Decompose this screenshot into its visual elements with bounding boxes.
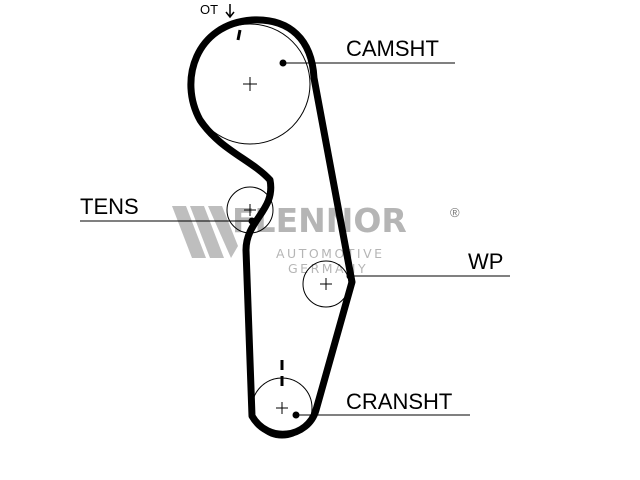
flennor-logo-icon [172,206,238,258]
watermark-sub-line-2: GERMANY [288,261,368,276]
leader-lines [80,62,510,416]
camshaft-timing-mark [236,29,242,41]
tensioner-dot [248,217,256,225]
top-dead-center-label: OT [200,2,218,17]
tensioner-label: TENS [80,194,139,219]
arrow-down-icon [225,4,235,19]
timing-marks [236,29,284,386]
pulley-center-marks [243,77,332,414]
camshaft-dot [279,59,287,67]
flennor-watermark: FLENNOR ® AUTOMOTIVE GERMANY [172,201,460,276]
watermark-sub-line-1: AUTOMOTIVE [276,246,385,261]
tensioner-center-cross [244,204,256,216]
timing-belt [187,16,356,438]
crankshaft-dot [292,411,300,419]
camshaft-center-cross [243,77,257,91]
camshaft-label: CAMSHT [346,36,439,61]
water-pump-center-cross [320,278,332,290]
crankshaft-label: CRANSHT [346,389,452,414]
water-pump-dot [346,272,354,280]
watermark-registered: ® [450,205,460,220]
leader-dots [248,59,354,419]
water-pump-label: WP [468,249,503,274]
crankshaft-center-cross [276,402,288,414]
